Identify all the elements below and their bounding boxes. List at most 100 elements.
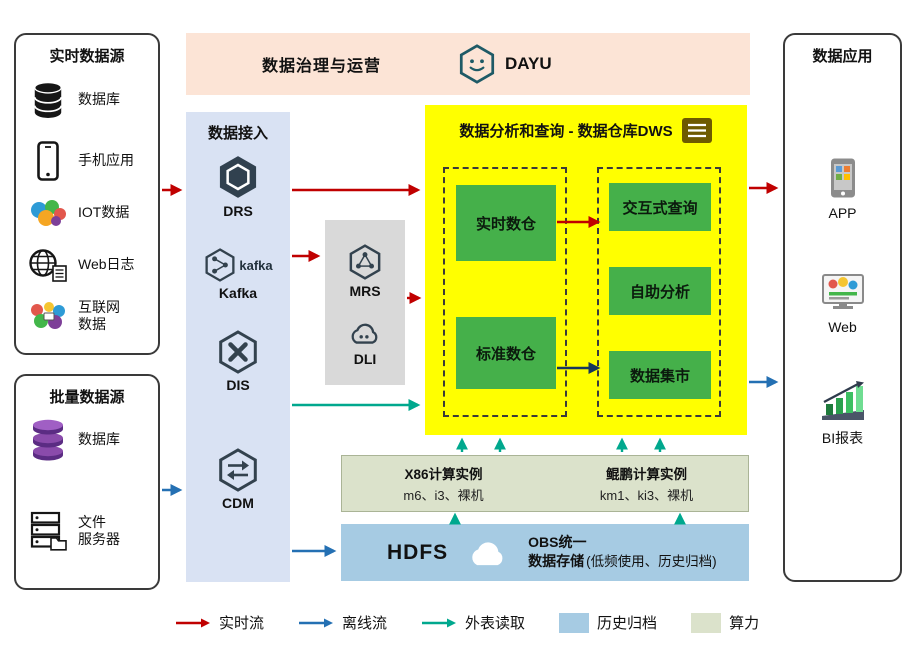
kafka-logo-row: kafka (203, 248, 273, 282)
application-label: Web (828, 319, 857, 335)
legend: 实时流 离线流 外表读取 历史归档 算力 (175, 612, 759, 633)
source-item-batch-database: 数据库 (26, 417, 154, 463)
source-item-internet-data: 互联网 数据 (26, 293, 154, 339)
source-label: 文件 服务器 (78, 513, 120, 548)
external-read-arrow-icon (422, 618, 457, 627)
iot-icon (31, 200, 66, 226)
dws-title-row: 数据分析和查询 - 数据仓库DWS (425, 105, 747, 144)
service-label: MRS (349, 283, 381, 299)
kunpeng-title: 鲲鹏计算实例 (606, 467, 687, 482)
application-label: BI报表 (821, 430, 864, 446)
offline-flow-arrow-icon (299, 618, 334, 627)
bi-report-icon (821, 381, 864, 420)
cdm-icon (219, 448, 257, 492)
source-item-iot-data: IOT数据 (26, 190, 154, 236)
source-item-mobile-app: 手机应用 (26, 138, 154, 184)
internet-data-icon (31, 302, 65, 329)
icon-wrap (26, 248, 70, 282)
data-applications-panel: 数据应用 APP W (783, 33, 902, 582)
application-item-app: APP (785, 157, 900, 221)
service-mrs: MRS (325, 244, 405, 299)
source-label: 手机应用 (78, 152, 134, 169)
data-access-panel: 数据接入 DRS kafka Kafka (186, 112, 290, 582)
compute-swatch (691, 612, 722, 633)
icon-wrap (26, 510, 70, 552)
source-item-database: 数据库 (26, 77, 154, 123)
dayu-brand: DAYU (457, 44, 552, 84)
realtime-sources-panel: 实时数据源 数据库 手机应用 (14, 33, 160, 355)
drs-icon (219, 156, 257, 198)
dws-panel: 数据分析和查询 - 数据仓库DWS 实时数仓 标准数仓 交互式查询 自助分析 数… (425, 105, 747, 435)
obs-storage-label: OBS统一 数据存储 (低频使用、历史归档) (528, 533, 717, 571)
application-item-web: Web (785, 273, 900, 335)
node-interactive-query: 交互式查询 (609, 183, 711, 231)
mrs-icon (349, 244, 381, 280)
database-purple-icon (33, 419, 63, 461)
mrs-dli-panel: MRS DLI (325, 220, 405, 385)
dis-icon (219, 330, 257, 374)
application-item-bi-report: BI报表 (785, 380, 900, 448)
file-server-icon (30, 511, 67, 551)
legend-archive: 历史归档 (559, 612, 657, 633)
legend-external-read: 外表读取 (421, 612, 525, 633)
node-realtime-warehouse: 实时数仓 (456, 185, 556, 261)
icon-wrap (26, 417, 70, 463)
service-label: DLI (353, 351, 377, 367)
application-label: APP (828, 205, 857, 221)
service-label: DIS (226, 377, 250, 393)
icon-wrap (26, 80, 70, 120)
governance-title: 数据治理与运营 (262, 58, 382, 75)
node-data-mart: 数据集市 (609, 351, 711, 399)
service-dli: DLI (325, 320, 405, 367)
icon-wrap (26, 301, 70, 331)
batch-sources-panel: 批量数据源 数据库 (14, 374, 160, 590)
data-access-title: 数据接入 (207, 125, 268, 142)
service-drs: DRS (186, 154, 290, 219)
data-applications-title: 数据应用 (812, 48, 873, 65)
service-label: DRS (223, 203, 253, 219)
legend-label: 算力 (729, 615, 760, 632)
kunpeng-models: km1、ki3、裸机 (599, 488, 694, 503)
realtime-sources-title: 实时数据源 (49, 48, 125, 65)
source-item-file-server: 文件 服务器 (26, 508, 154, 554)
source-item-web-logs: Web日志 (26, 242, 154, 288)
legend-offline-flow: 离线流 (298, 612, 387, 633)
archive-swatch (559, 612, 590, 633)
service-kafka: kafka Kafka (186, 248, 290, 301)
service-label: Kafka (218, 285, 258, 301)
service-cdm: CDM (186, 448, 290, 511)
database-icon (33, 81, 63, 118)
batch-sources-title: 批量数据源 (49, 389, 125, 406)
kunpeng-instances: 鲲鹏计算实例 km1、ki3、裸机 (545, 456, 748, 511)
obs-line1: OBS统一 (528, 534, 587, 551)
mobile-icon (37, 141, 59, 181)
legend-label: 实时流 (219, 615, 265, 632)
kafka-wordmark: kafka (239, 257, 273, 273)
legend-label: 外表读取 (465, 615, 526, 632)
source-label: IOT数据 (78, 204, 130, 221)
app-icon (830, 158, 855, 198)
hdfs-label: HDFS (387, 540, 449, 564)
compute-panel: X86计算实例 m6、i3、裸机 鲲鹏计算实例 km1、ki3、裸机 (341, 455, 749, 512)
obs-note: (低频使用、历史归档) (586, 554, 717, 570)
storage-panel: HDFS OBS统一 数据存储 (低频使用、历史归档) (341, 524, 749, 581)
source-label: Web日志 (78, 256, 135, 273)
web-icon (821, 274, 864, 309)
legend-realtime-flow: 实时流 (175, 612, 264, 633)
dayu-icon (459, 44, 495, 84)
x86-models: m6、i3、裸机 (403, 488, 484, 503)
icon-wrap (26, 198, 70, 228)
kafka-icon (205, 248, 235, 282)
dayu-label: DAYU (505, 54, 552, 73)
governance-banner: 数据治理与运营 DAYU (186, 33, 750, 95)
source-label: 互联网 数据 (78, 298, 120, 333)
legend-compute-power: 算力 (691, 612, 759, 633)
dli-icon (351, 323, 378, 344)
weblog-icon (29, 249, 67, 282)
service-dis: DIS (186, 330, 290, 393)
dws-title: 数据分析和查询 - 数据仓库DWS (459, 123, 673, 140)
warehouse-group: 实时数仓 标准数仓 (443, 167, 567, 417)
node-self-service-analysis: 自助分析 (609, 267, 711, 315)
source-label: 数据库 (78, 431, 120, 448)
